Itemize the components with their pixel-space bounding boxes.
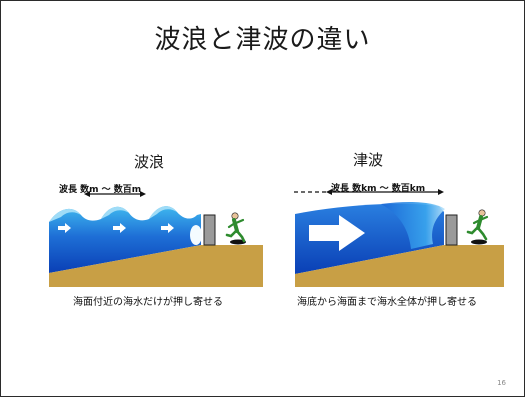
left-diagram [49,191,263,287]
right-wave-hump [381,201,445,249]
right-seawall [445,214,458,246]
left-seabed [49,245,263,287]
left-wave-crest [149,206,177,219]
page-number: 16 [497,379,506,387]
left-small-arrow [161,223,174,233]
left-panel-heading: 波浪 [134,153,165,171]
slide-title: 波浪と津波の違い [154,25,371,55]
left-sea [49,206,201,273]
right-diagram [294,189,504,287]
right-panel-heading: 津波 [353,151,384,169]
right-large-arrow [309,215,365,251]
left-wave-foam [190,225,202,245]
right-panel-caption: 海底から海面まで海水全体が押し寄せる [297,297,477,308]
left-seawall [203,214,216,246]
right-running-person-icon [466,209,489,245]
left-running-person-icon [225,212,246,245]
left-wavelength-label: 波長 数m 〜 数百m [59,185,142,195]
left-wave-crest [49,208,81,222]
left-wave-crest [101,206,129,219]
left-small-arrow [113,223,126,233]
right-seabed [295,245,504,287]
left-panel-caption: 海面付近の海水だけが押し寄せる [73,297,223,308]
left-small-arrow [58,223,71,233]
